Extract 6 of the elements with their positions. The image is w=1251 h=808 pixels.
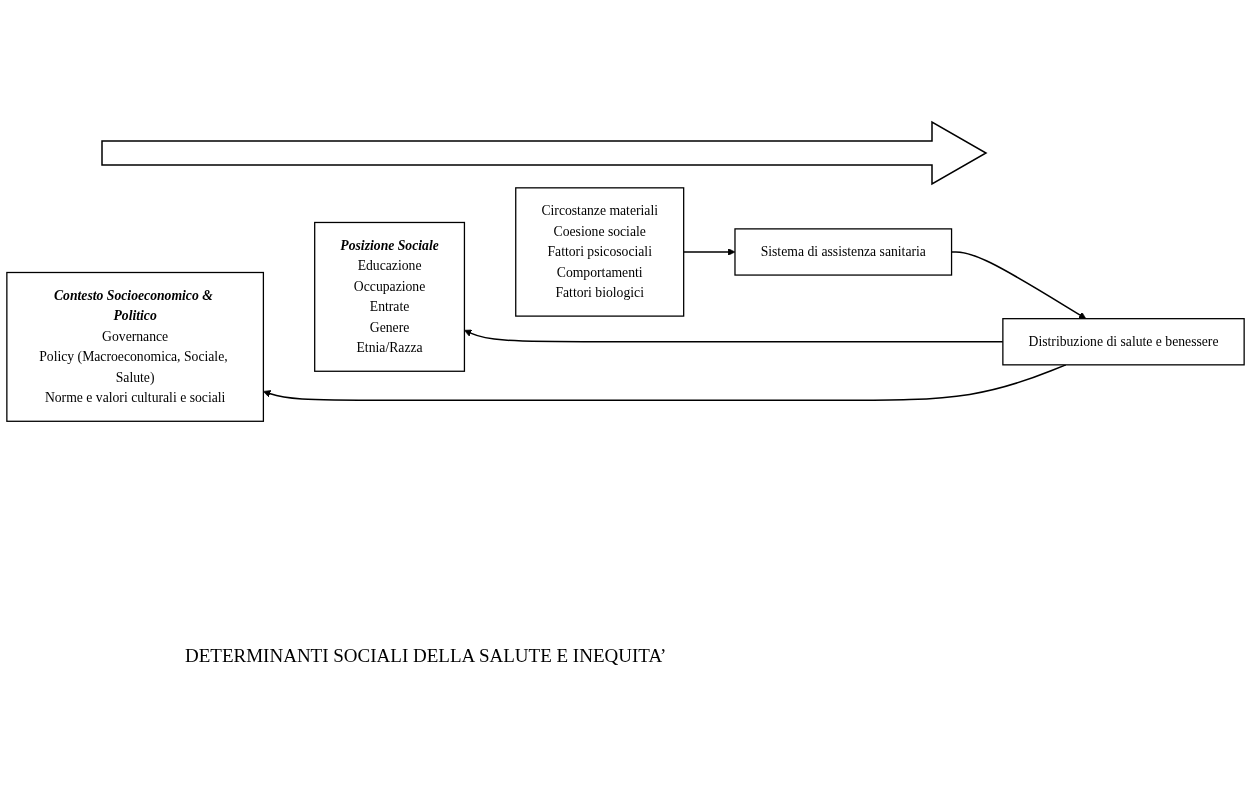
node-box: Distribuzione di salute e benessere xyxy=(1002,318,1245,366)
node-box: Sistema di assistenza sanitaria xyxy=(734,228,953,277)
node-box: Circostanze materiali Coesione sociale Fattori psicosociali Comportamenti Fattori biologici xyxy=(515,187,685,318)
node-box: Posizione Sociale Educazione Occupazione Entrate Genere Etnia/Razza xyxy=(314,222,466,373)
caption-text: DETERMINANTI SOCIALI DELLA SALUTE E INEQUITA’ xyxy=(185,645,667,667)
node-box: Contesto Socioeconomico & Politico Governance Policy (Macroeconomica, Sociale, Salute) Norme e valori culturali e sociali xyxy=(6,272,265,423)
